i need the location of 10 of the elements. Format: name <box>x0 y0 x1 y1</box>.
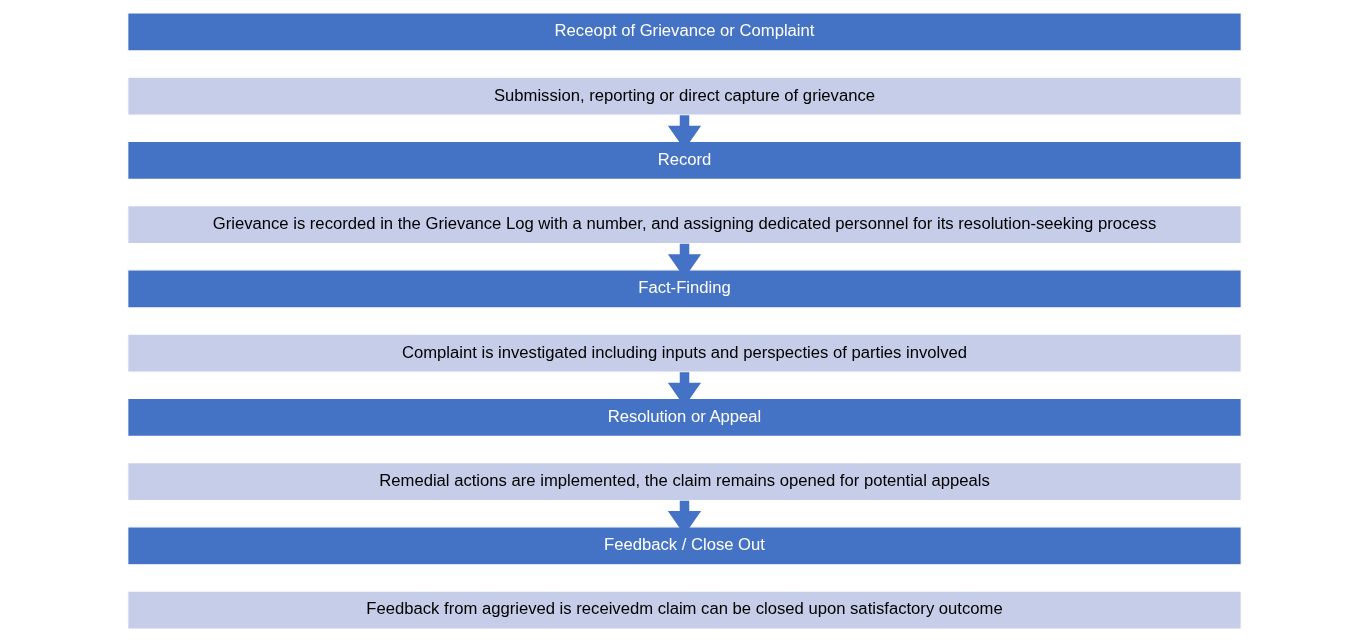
node-box: Submission, reporting or direct capture of grievance <box>127 76 1242 116</box>
node-box: Receopt of Grievance or Complaint <box>127 12 1242 52</box>
node-box: Record <box>127 140 1242 181</box>
node-box: Remedial actions are implemented, the claim remains opened for potential appeals <box>127 461 1242 502</box>
node-box: Fact-Finding <box>127 269 1242 309</box>
node-box: Complaint is investigated including inputs and perspecties of parties involved <box>127 333 1242 373</box>
node-box: Feedback / Close Out <box>127 526 1242 566</box>
node-box: Grievance is recorded in the Grievance Log with a number, and assigning dedicated personnel for its resolution-seeking process <box>127 205 1242 245</box>
node-box: Resolution or Appeal <box>127 397 1242 437</box>
node-box: Feedback from aggrieved is receivedm claim can be closed upon satisfactory outcome <box>127 590 1242 630</box>
